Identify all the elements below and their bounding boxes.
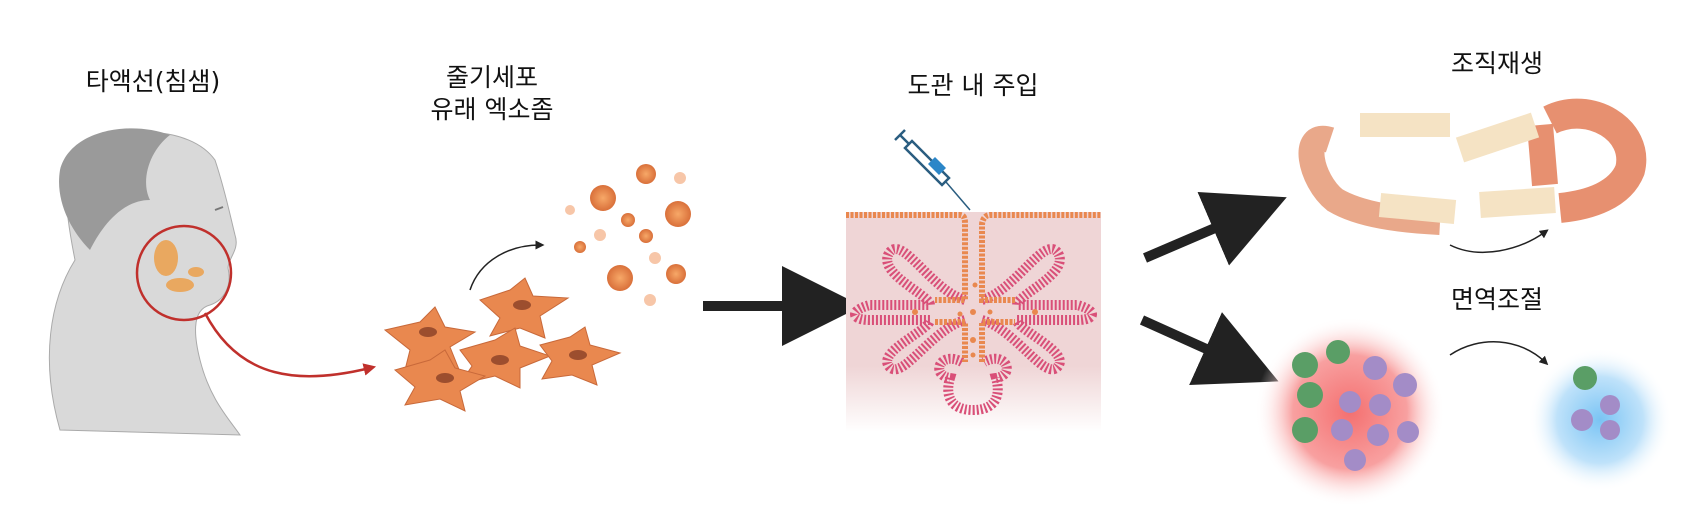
gland-ducts: [846, 212, 1101, 416]
head-illustration: [48, 128, 241, 436]
label-immune: 면역조절: [1450, 285, 1544, 314]
secretion-arrow: [469, 240, 545, 291]
cell-nuclei: [419, 300, 587, 383]
immune-cells-calmed: [1571, 366, 1620, 440]
syringe-icon: [894, 129, 971, 211]
calmed-region: [1528, 348, 1672, 492]
immune-cells-inflamed: [1292, 340, 1419, 471]
label-injection: 도관 내 주입: [907, 71, 1039, 100]
stem-cells-icon: [383, 277, 622, 412]
regenerated-epithelium: [1455, 98, 1647, 223]
label-regeneration: 조직재생: [1450, 49, 1544, 78]
injected-exosomes: [912, 282, 1038, 358]
arrow-to-regeneration: [1143, 191, 1287, 266]
immune-arrow: [1449, 341, 1549, 366]
gland-highlight-circle: [135, 224, 233, 322]
damaged-epithelium: [1298, 113, 1457, 235]
label-salivary-gland: 타액선(침샘): [85, 67, 221, 96]
label-exosome-line1: 줄기세포: [445, 63, 539, 92]
arrow-to-immune: [1139, 312, 1279, 386]
regeneration-arrow: [1449, 229, 1549, 254]
red-arrow: [203, 312, 377, 378]
salivary-gland-icon: [154, 240, 204, 292]
label-exosome-line2: 유래 엑소좀: [430, 95, 554, 124]
exosomes: [565, 164, 691, 306]
